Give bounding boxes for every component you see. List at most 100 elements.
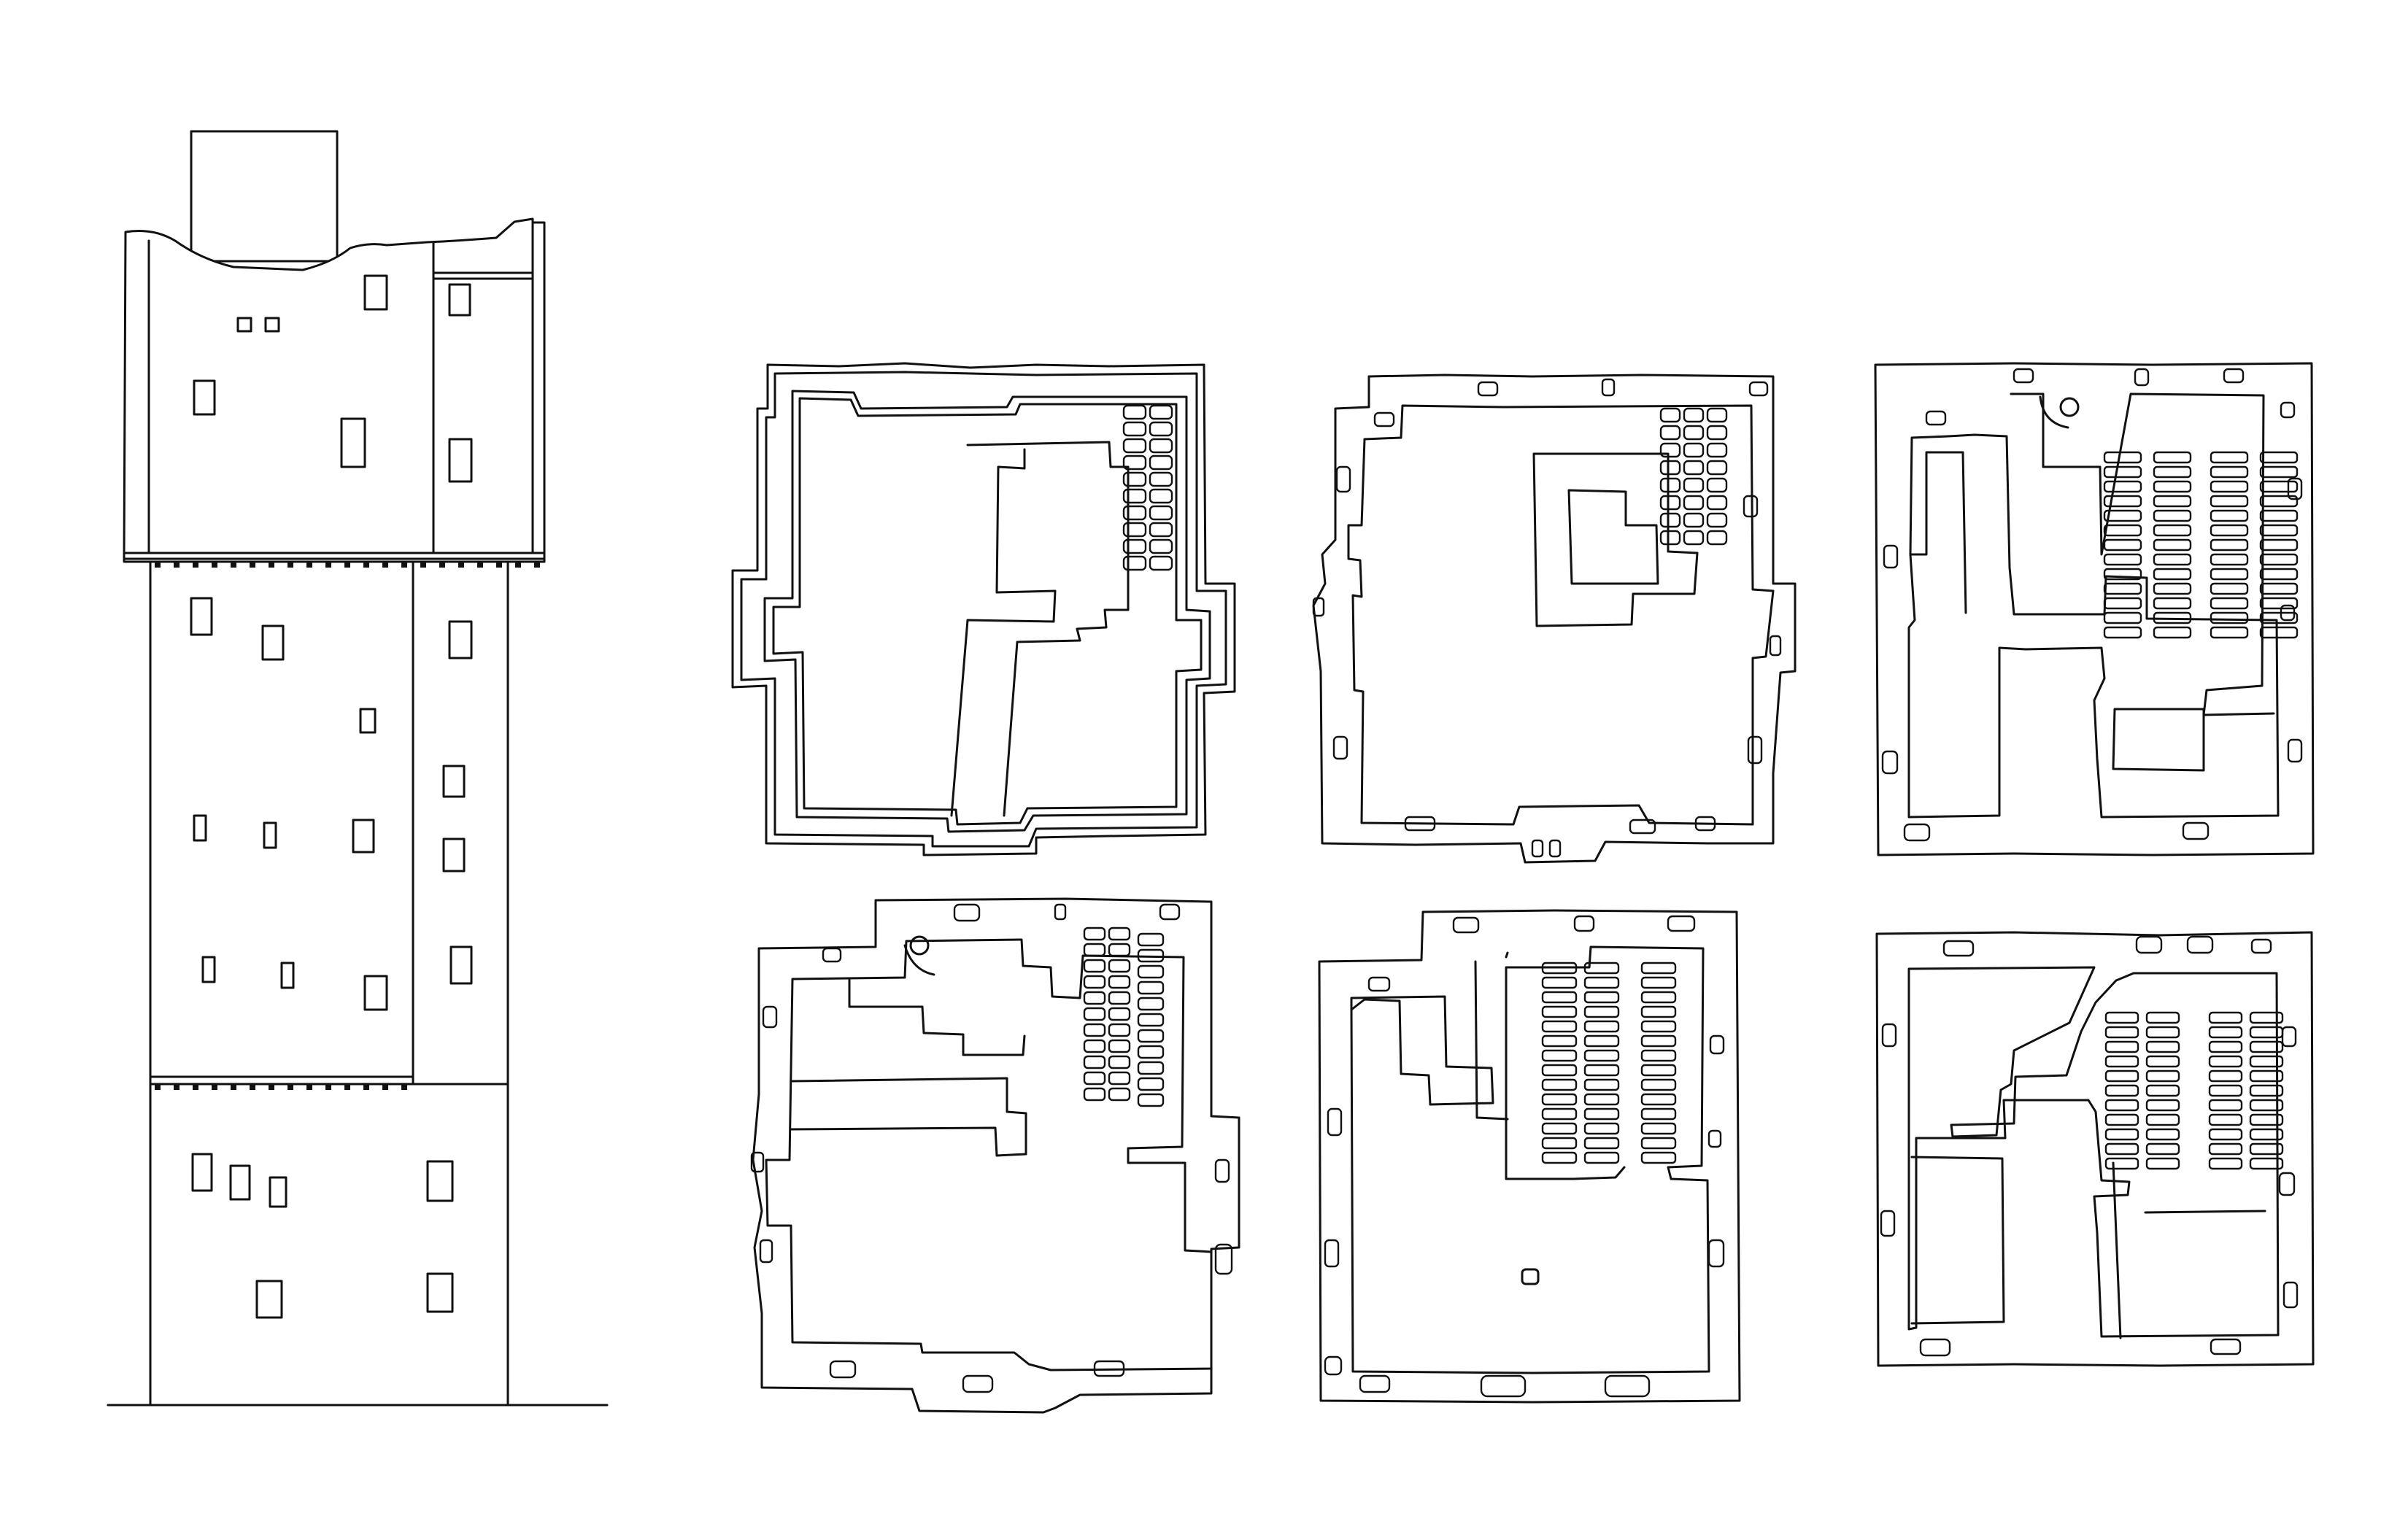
dentil xyxy=(363,562,369,568)
stair-step xyxy=(2208,1099,2243,1112)
wall-opening xyxy=(1707,1239,1725,1268)
stair-step xyxy=(1083,1007,1106,1021)
dentil xyxy=(212,562,217,568)
wall-opening xyxy=(1477,381,1499,397)
wall-opening xyxy=(2013,368,2034,384)
wall-opening xyxy=(1159,903,1181,921)
stair-step xyxy=(2208,1113,2243,1126)
stair-step xyxy=(2259,538,2299,552)
stair-step xyxy=(1137,1061,1165,1075)
window xyxy=(363,274,388,311)
stair-step xyxy=(2208,1026,2243,1039)
wall-openings xyxy=(1881,368,2303,842)
stair-step xyxy=(1541,991,1578,1004)
window xyxy=(193,379,216,416)
column xyxy=(1521,1268,1540,1285)
stair-step xyxy=(1083,975,1106,989)
top-story xyxy=(123,217,546,560)
stair-step xyxy=(2153,495,2192,508)
wall-opening xyxy=(2223,368,2245,384)
stair-step xyxy=(1541,962,1578,975)
wall-opening xyxy=(1880,1210,1896,1237)
stair-step xyxy=(2210,626,2249,639)
stair-step xyxy=(1137,948,1165,963)
stair-step xyxy=(2104,1011,2139,1024)
window xyxy=(190,597,213,636)
wall-opening xyxy=(2210,1338,2242,1355)
stair-step xyxy=(1583,1122,1620,1135)
stair-step xyxy=(2103,480,2142,493)
wall-opening xyxy=(1573,915,1595,932)
outer-wall xyxy=(1318,909,1741,1404)
stair-step xyxy=(1659,442,1681,458)
stair-step xyxy=(1122,555,1147,571)
stair-step xyxy=(1683,477,1705,493)
stair-step xyxy=(2145,1099,2180,1112)
stair-step xyxy=(2249,1084,2284,1097)
wall-opening xyxy=(1748,381,1769,397)
inner-room xyxy=(1907,433,2280,819)
stair-step xyxy=(1108,1087,1131,1102)
dentil xyxy=(325,1084,331,1090)
stair-step xyxy=(1706,442,1728,458)
dentil xyxy=(155,562,161,568)
stair-step xyxy=(1122,438,1147,454)
stair-step xyxy=(1583,1005,1620,1018)
stair-step xyxy=(2249,1026,2284,1039)
dentil xyxy=(382,1084,388,1090)
tower-elevation xyxy=(107,130,609,1407)
dentil xyxy=(250,1084,255,1090)
stair-step xyxy=(1108,975,1131,989)
stair-step xyxy=(1083,1087,1106,1102)
dentil xyxy=(174,1084,180,1090)
stair-step xyxy=(2153,480,2192,493)
stair-step xyxy=(2145,1157,2180,1170)
dentil xyxy=(458,562,464,568)
stair-step xyxy=(1583,1107,1620,1121)
stair-step xyxy=(2259,524,2299,537)
window xyxy=(269,1176,288,1208)
stair-step xyxy=(1706,460,1728,476)
stair-blocks xyxy=(1659,407,1728,546)
stair-step xyxy=(2249,1099,2284,1112)
stair-step xyxy=(1541,1064,1578,1077)
stair-step xyxy=(1149,454,1173,471)
wall-opening xyxy=(1881,1023,1897,1048)
outer-wall xyxy=(1312,374,1797,864)
dentil xyxy=(534,562,540,568)
wall-opening xyxy=(1324,1355,1343,1376)
wall-opening xyxy=(762,1005,778,1029)
dentil xyxy=(382,562,388,568)
stair-step xyxy=(2153,568,2192,581)
wall-opening xyxy=(1667,915,1696,932)
stair-step xyxy=(1659,530,1681,546)
inner-room xyxy=(1350,995,1494,1106)
stair-step xyxy=(1640,1122,1677,1135)
stair-step xyxy=(1640,1034,1677,1048)
stair-step xyxy=(1083,1055,1106,1069)
stair-step xyxy=(1122,505,1147,521)
dentil xyxy=(477,562,483,568)
stair-step xyxy=(2104,1099,2139,1112)
stair-step xyxy=(1122,404,1147,420)
stair-step xyxy=(2259,480,2299,493)
stair-step xyxy=(2249,1040,2284,1053)
partition xyxy=(2112,708,2205,772)
stair-step xyxy=(2208,1157,2243,1170)
stair-step xyxy=(2104,1069,2139,1083)
wall-opening xyxy=(1404,816,1436,832)
wall-opening xyxy=(2282,1281,2299,1309)
stair-step xyxy=(1583,1078,1620,1091)
stair-step xyxy=(2153,451,2192,464)
stair-step xyxy=(2103,553,2142,566)
wall-opening xyxy=(759,1239,773,1264)
stair-step xyxy=(2208,1040,2243,1053)
stair-step xyxy=(1122,421,1147,437)
stair-step xyxy=(1683,460,1705,476)
inner-room xyxy=(1907,966,2280,1338)
stair-step xyxy=(2153,597,2192,610)
plan-second xyxy=(1874,362,2315,856)
stair-step xyxy=(2249,1142,2284,1156)
stair-step xyxy=(1683,407,1705,423)
stair-step xyxy=(2103,611,2142,624)
